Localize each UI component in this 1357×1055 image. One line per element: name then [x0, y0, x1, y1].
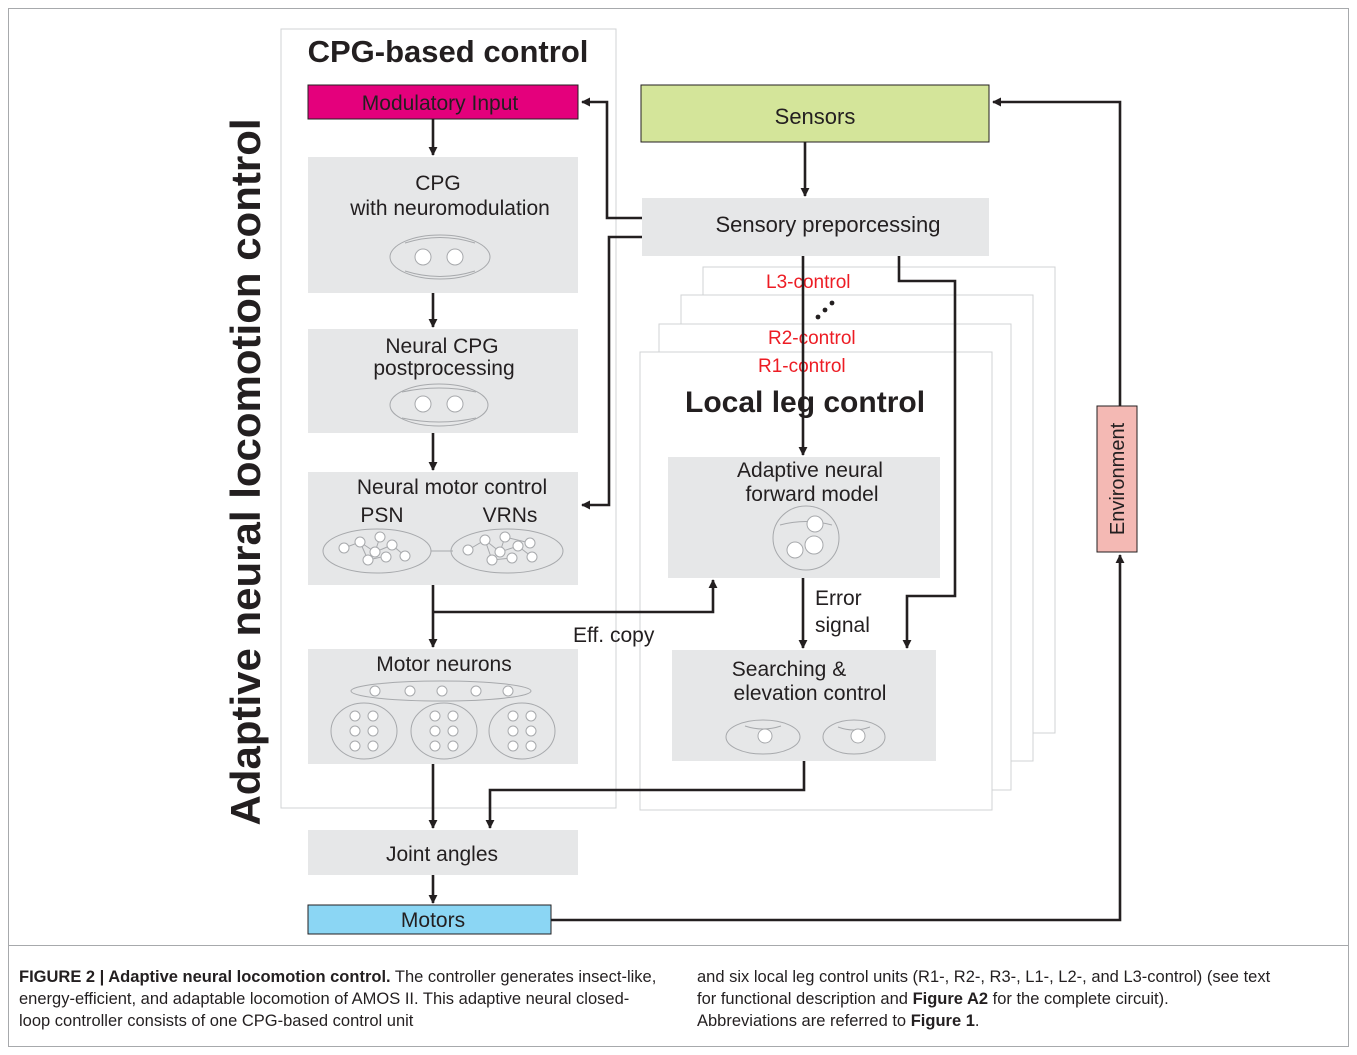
motors-label: Motors	[401, 909, 465, 932]
figure-a2-ref: Figure A2	[912, 990, 989, 1008]
caption-figure-label: FIGURE 2 | Adaptive neural locomotion co…	[19, 968, 391, 986]
searching-elevation-box	[672, 650, 936, 761]
motor-control-label: Neural motor control	[357, 476, 547, 499]
forward-model-neuron-icon	[772, 505, 840, 571]
postprocessing-box	[308, 329, 578, 433]
modulatory-input-box	[307, 84, 579, 120]
ellipsis-dots	[815, 300, 835, 320]
cpg-panel-title: CPG-based control	[308, 34, 589, 69]
postprocessing-line1: Neural CPG	[385, 335, 498, 358]
cpg-neuron-icon	[389, 234, 491, 280]
locomotion-diagram: Adaptive neural locomotion control CPG-b…	[222, 28, 1138, 935]
vertical-title: Adaptive neural locomotion control	[222, 118, 269, 825]
caption-right-part4: Abbreviations are referred to	[697, 1012, 911, 1030]
caption-right-part1: and six local leg control units (R1-, R2…	[697, 968, 1271, 986]
searching-elevation-line1: Searching &	[732, 658, 846, 681]
modulatory-input-label: Modulatory Input	[362, 92, 519, 115]
r2-control-label: R2-control	[768, 328, 856, 349]
caption-right-part3: for the complete circuit).	[988, 990, 1169, 1008]
cpg-module-line1: CPG	[415, 172, 461, 195]
vrns-network-icon	[450, 528, 564, 574]
caption-left-text: The controller generates insect-like, en…	[19, 968, 657, 1030]
searching-elevation-icon	[725, 719, 886, 755]
cpg-module-box	[308, 157, 578, 293]
motor-neurons-icon	[330, 680, 556, 760]
cpg-module-line2: with neuromodulation	[349, 197, 550, 220]
joint-angles-label: Joint angles	[386, 843, 498, 866]
forward-model-line1: Adaptive neural	[737, 459, 883, 482]
motor-control-box	[308, 472, 578, 585]
sensory-preprocessing-box	[642, 198, 989, 256]
local-leg-control-title: Local leg control	[685, 386, 925, 419]
sensors-box	[640, 84, 990, 143]
l3-control-label: L3-control	[766, 272, 851, 293]
figure-1-ref: Figure 1	[910, 1012, 975, 1030]
forward-model-line2: forward model	[745, 483, 878, 506]
caption-right-part5: .	[974, 1012, 980, 1030]
sensors-label: Sensors	[775, 104, 856, 129]
forward-model-box	[668, 457, 940, 578]
eff-copy-label: Eff. copy	[573, 624, 655, 647]
caption-right-part2: for functional description and	[697, 990, 913, 1008]
searching-elevation-line2: elevation control	[734, 682, 887, 705]
environment-label: Environment	[1107, 422, 1129, 535]
motor-neurons-label: Motor neurons	[376, 653, 511, 676]
cpg-panel	[280, 28, 617, 809]
postprocessing-neuron-icon	[389, 383, 489, 427]
postprocessing-line2: postprocessing	[373, 357, 514, 380]
psn-network-icon	[322, 528, 453, 574]
joint-angles-box	[308, 830, 578, 875]
error-signal-line2: signal	[815, 614, 870, 637]
figure-frame	[8, 8, 1349, 1047]
connection-arrows	[428, 97, 1125, 922]
psn-label: PSN	[360, 504, 403, 527]
vrns-label: VRNs	[483, 504, 538, 527]
sensory-preprocessing-label: Sensory preporcessing	[715, 212, 940, 237]
caption-separator	[8, 945, 1349, 946]
environment-box	[1096, 405, 1138, 553]
caption-left-column: FIGURE 2 | Adaptive neural locomotion co…	[19, 966, 659, 1032]
error-signal-line1: Error	[815, 587, 862, 610]
motors-box	[307, 904, 552, 935]
caption-right-column: and six local leg control units (R1-, R2…	[697, 966, 1342, 1032]
